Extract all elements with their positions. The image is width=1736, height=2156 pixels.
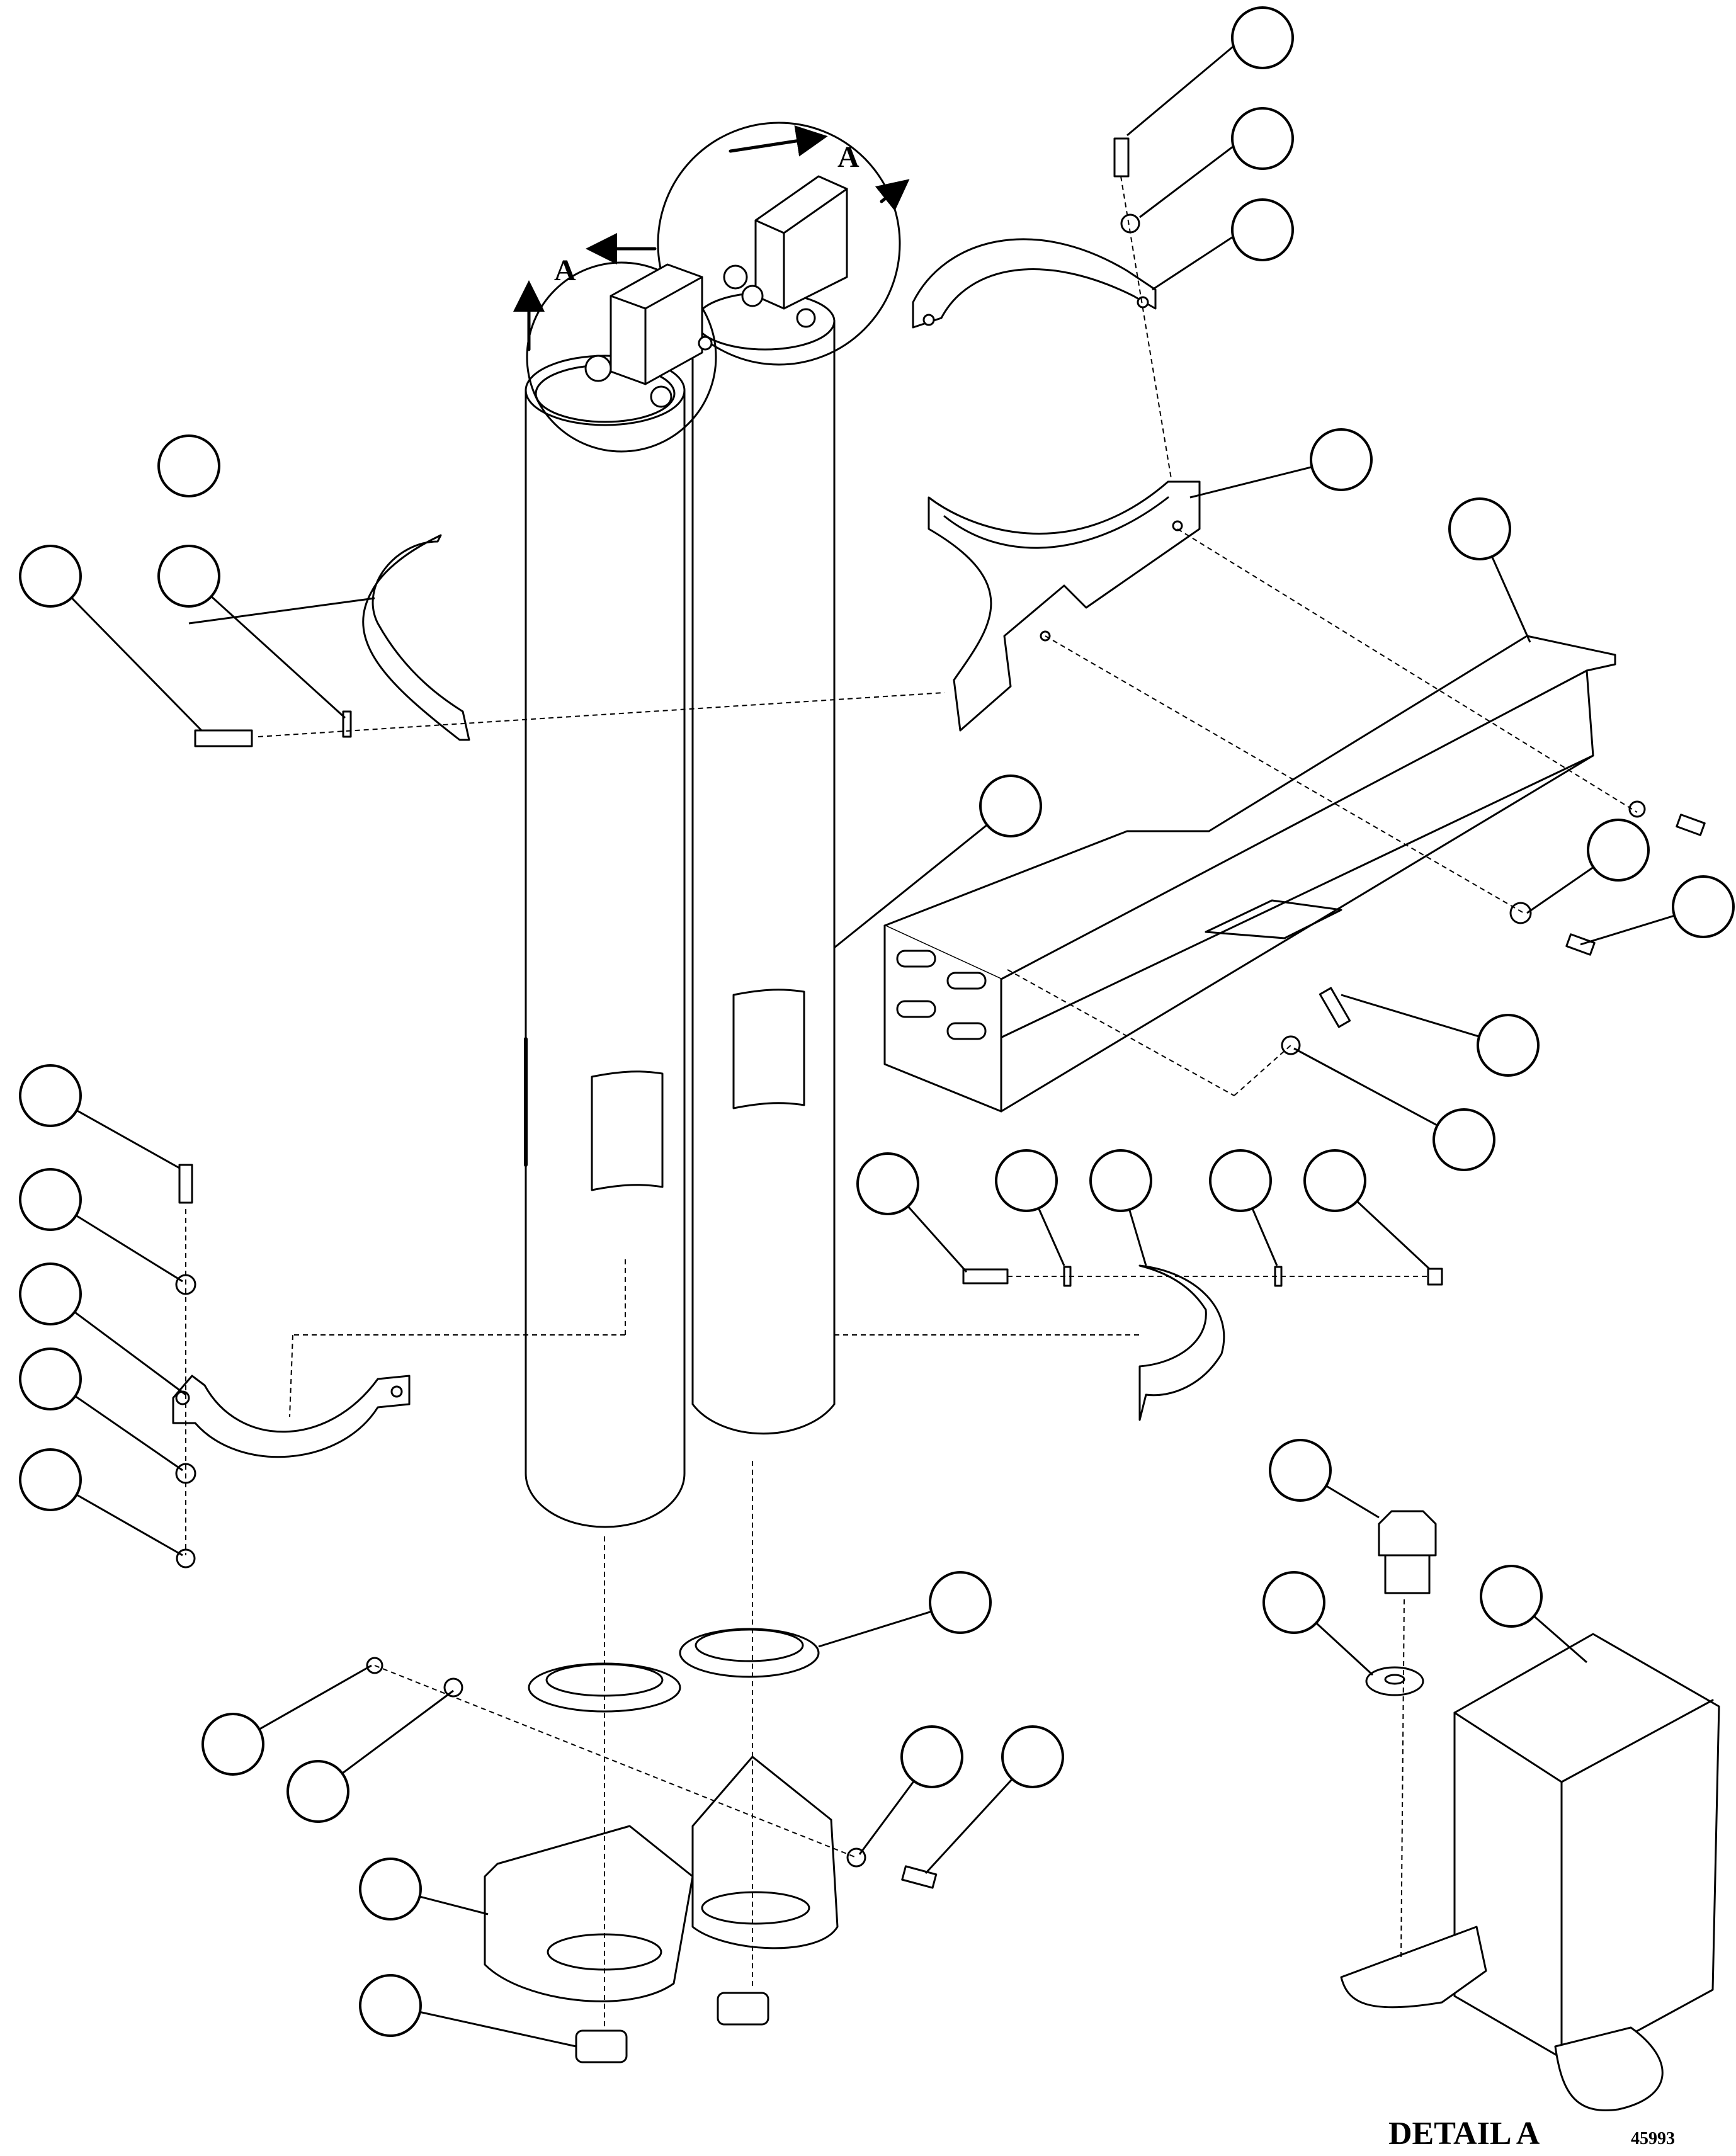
callout-bubble — [1587, 819, 1650, 882]
callout-bubble — [1231, 107, 1294, 170]
callout-bubble — [19, 1168, 82, 1231]
callout-bubble — [1089, 1149, 1152, 1212]
castle-nuts — [575, 1992, 769, 2063]
beam-end-slots — [896, 950, 987, 1040]
callout-bubble — [1303, 1149, 1366, 1212]
bolt-beam-upper — [1676, 814, 1706, 836]
detail-a-circle-left — [526, 261, 717, 453]
lower-right-clamp-half — [1138, 1264, 1225, 1421]
callout-bubble — [1231, 6, 1294, 69]
detail-a-circle-right — [657, 122, 901, 366]
left-castle-nut — [575, 2029, 628, 2063]
bolt-right-mid — [962, 1268, 1009, 1285]
callout-bubble — [157, 545, 220, 608]
detail-a-contactor-box — [1453, 1633, 1720, 2067]
washer-beam-lower — [1509, 902, 1532, 924]
left-cylinder-label-plate — [591, 1070, 664, 1191]
detail-a-bolt-head — [1378, 1510, 1437, 1557]
right-terminal-nut — [723, 264, 748, 290]
callout-bubbles — [19, 6, 1735, 2037]
upper-clamp-bracket — [928, 480, 1201, 732]
detail-a-mounting-foot-right — [1554, 2026, 1664, 2111]
callout-bubble — [157, 434, 220, 497]
gaskets — [528, 1628, 820, 1713]
nut-lower-left — [176, 1548, 196, 1569]
nut-right-mid — [1427, 1268, 1443, 1286]
washer-beam-upper — [1628, 800, 1646, 818]
bolt-lower-left-clamp — [178, 1164, 193, 1204]
bolt-upper-clamp — [1113, 137, 1130, 178]
callout-bubble — [979, 774, 1042, 837]
alignment-lines — [185, 176, 1638, 2028]
callout-bubble — [1231, 198, 1294, 261]
callout-bubble — [19, 1064, 82, 1127]
left-terminal-nut — [584, 355, 612, 382]
detail-a-assembly — [1340, 1510, 1720, 2111]
callout-bubble — [1432, 1108, 1495, 1171]
callout-bubble — [1672, 875, 1735, 938]
left-clamp-half — [362, 534, 470, 741]
mounting-beam — [883, 635, 1616, 1113]
detail-a-title: DETAIL A — [1388, 2116, 1540, 2152]
bolt-beam-end — [1319, 987, 1351, 1028]
callout-bubble — [19, 1347, 82, 1410]
callout-bubble — [19, 1262, 82, 1325]
left-cylinder — [524, 355, 686, 1528]
callout-bubble — [359, 1974, 422, 2037]
lower-left-clamp-half — [172, 1375, 411, 1458]
callout-bubble — [856, 1152, 919, 1215]
right-contactor-box — [754, 175, 848, 310]
callout-bubble — [1448, 497, 1511, 560]
washer-left-top — [342, 710, 352, 738]
bolt-left-top — [194, 729, 253, 747]
callout-bubble — [1477, 1014, 1540, 1077]
callout-bubble — [1310, 428, 1373, 491]
upper-clamp-half — [912, 238, 1157, 329]
callout-bubble — [1262, 1571, 1325, 1634]
right-castle-nut — [717, 1992, 769, 2026]
detail-a-mounting-foot-left — [1340, 1926, 1487, 2009]
callout-bubble — [1209, 1149, 1272, 1212]
leader-lines — [49, 37, 1704, 2048]
detail-marker-right: A — [837, 140, 859, 174]
callout-bubble — [201, 1713, 264, 1776]
right-cylinder — [691, 320, 836, 1435]
base-cups — [484, 1756, 839, 2002]
callout-bubble — [19, 545, 82, 608]
callout-bubble — [286, 1760, 349, 1823]
rotation-arrows — [513, 125, 910, 351]
callout-bubble — [995, 1149, 1058, 1212]
washer-beam-end — [1281, 1035, 1301, 1055]
callout-bubble — [929, 1571, 992, 1634]
callout-bubble — [1269, 1439, 1332, 1502]
callout-bubble — [19, 1448, 82, 1511]
right-cylinder-top — [657, 122, 901, 366]
callout-bubble — [1480, 1565, 1543, 1628]
figure-number: 45993 — [1631, 2129, 1675, 2148]
left-base-cup — [484, 1825, 694, 2002]
callout-bubble — [1001, 1725, 1064, 1788]
bolt-base-right — [901, 1865, 938, 1889]
detail-marker-left: A — [554, 254, 576, 287]
left-contactor-box — [610, 263, 703, 385]
washer-base-left — [443, 1677, 463, 1698]
left-cylinder-top — [526, 261, 717, 453]
right-cylinder-label-plate — [732, 989, 805, 1109]
callout-bubble — [359, 1858, 422, 1921]
callout-bubble — [900, 1725, 963, 1788]
detail-a-bolt-shank — [1384, 1554, 1431, 1594]
